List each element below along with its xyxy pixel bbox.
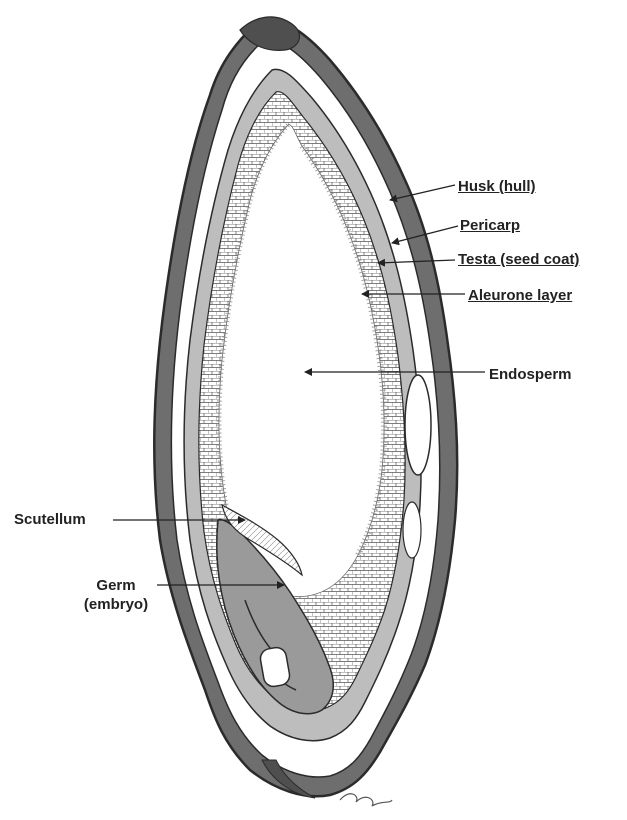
label-aleurone: Aleurone layer: [468, 286, 572, 305]
label-germ-line1: Germ: [76, 576, 156, 595]
label-germ: Germ (embryo): [76, 576, 156, 614]
husk-inclusion-1: [405, 375, 431, 475]
artist-signature: [340, 794, 392, 806]
label-testa: Testa (seed coat): [458, 250, 579, 269]
label-germ-line2: (embryo): [76, 595, 156, 614]
label-endosperm: Endosperm: [489, 365, 572, 384]
label-husk: Husk (hull): [458, 177, 536, 196]
label-scutellum: Scutellum: [14, 510, 86, 529]
husk-inclusion-2: [403, 502, 421, 558]
label-pericarp: Pericarp: [460, 216, 520, 235]
